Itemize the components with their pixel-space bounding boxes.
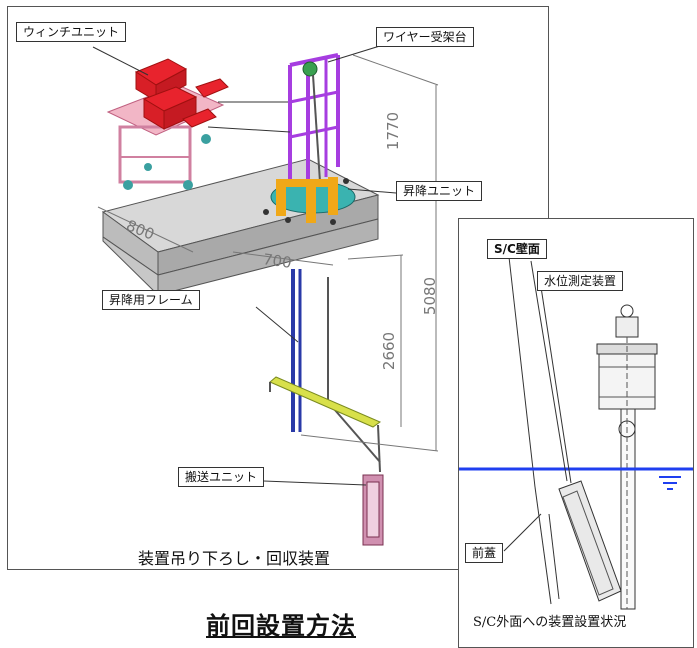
wire-stand-drawing	[288, 53, 340, 189]
label-lift-frame: 昇降用フレーム	[102, 290, 200, 310]
equipment-drawing	[92, 44, 439, 546]
main-caption: 装置吊り下ろし・回収装置	[138, 549, 331, 568]
page-title: 前回設置方法	[206, 612, 356, 640]
side-diagram-panel: S/C壁面 水位測定装置 前蓋 S/C外面への装置設置状況	[458, 218, 694, 648]
transport-unit-drawing	[362, 474, 384, 546]
winch-unit-drawing	[106, 58, 229, 190]
label-lift-unit: 昇降ユニット	[396, 181, 483, 201]
dimension-1770: 1770	[384, 111, 403, 151]
label-winch-unit: ウィンチユニット	[16, 22, 127, 42]
sc-wall-line	[508, 256, 536, 488]
label-wire-stand: ワイヤー受架台	[376, 27, 474, 47]
dimension-5080: 5080	[421, 276, 440, 316]
side-caption: S/C外面への装置設置状況	[473, 615, 627, 630]
dimension-lines	[97, 54, 439, 452]
water-level-symbol	[659, 476, 681, 490]
installation-drawing	[459, 256, 693, 610]
water-level-device-drawing	[558, 304, 658, 610]
lift-unit-drawing	[263, 177, 356, 225]
label-front-lid: 前蓋	[465, 543, 504, 563]
label-sc-wall: S/C壁面	[487, 239, 547, 259]
label-water-level-device: 水位測定装置	[537, 271, 624, 291]
dimension-2660: 2660	[380, 331, 399, 371]
lift-frame-drawing	[269, 269, 382, 473]
label-transport-unit: 搬送ユニット	[178, 467, 265, 487]
side-leader-lines	[503, 260, 572, 600]
slab-lower-left	[102, 236, 159, 297]
dimension-700: 700	[261, 250, 293, 272]
